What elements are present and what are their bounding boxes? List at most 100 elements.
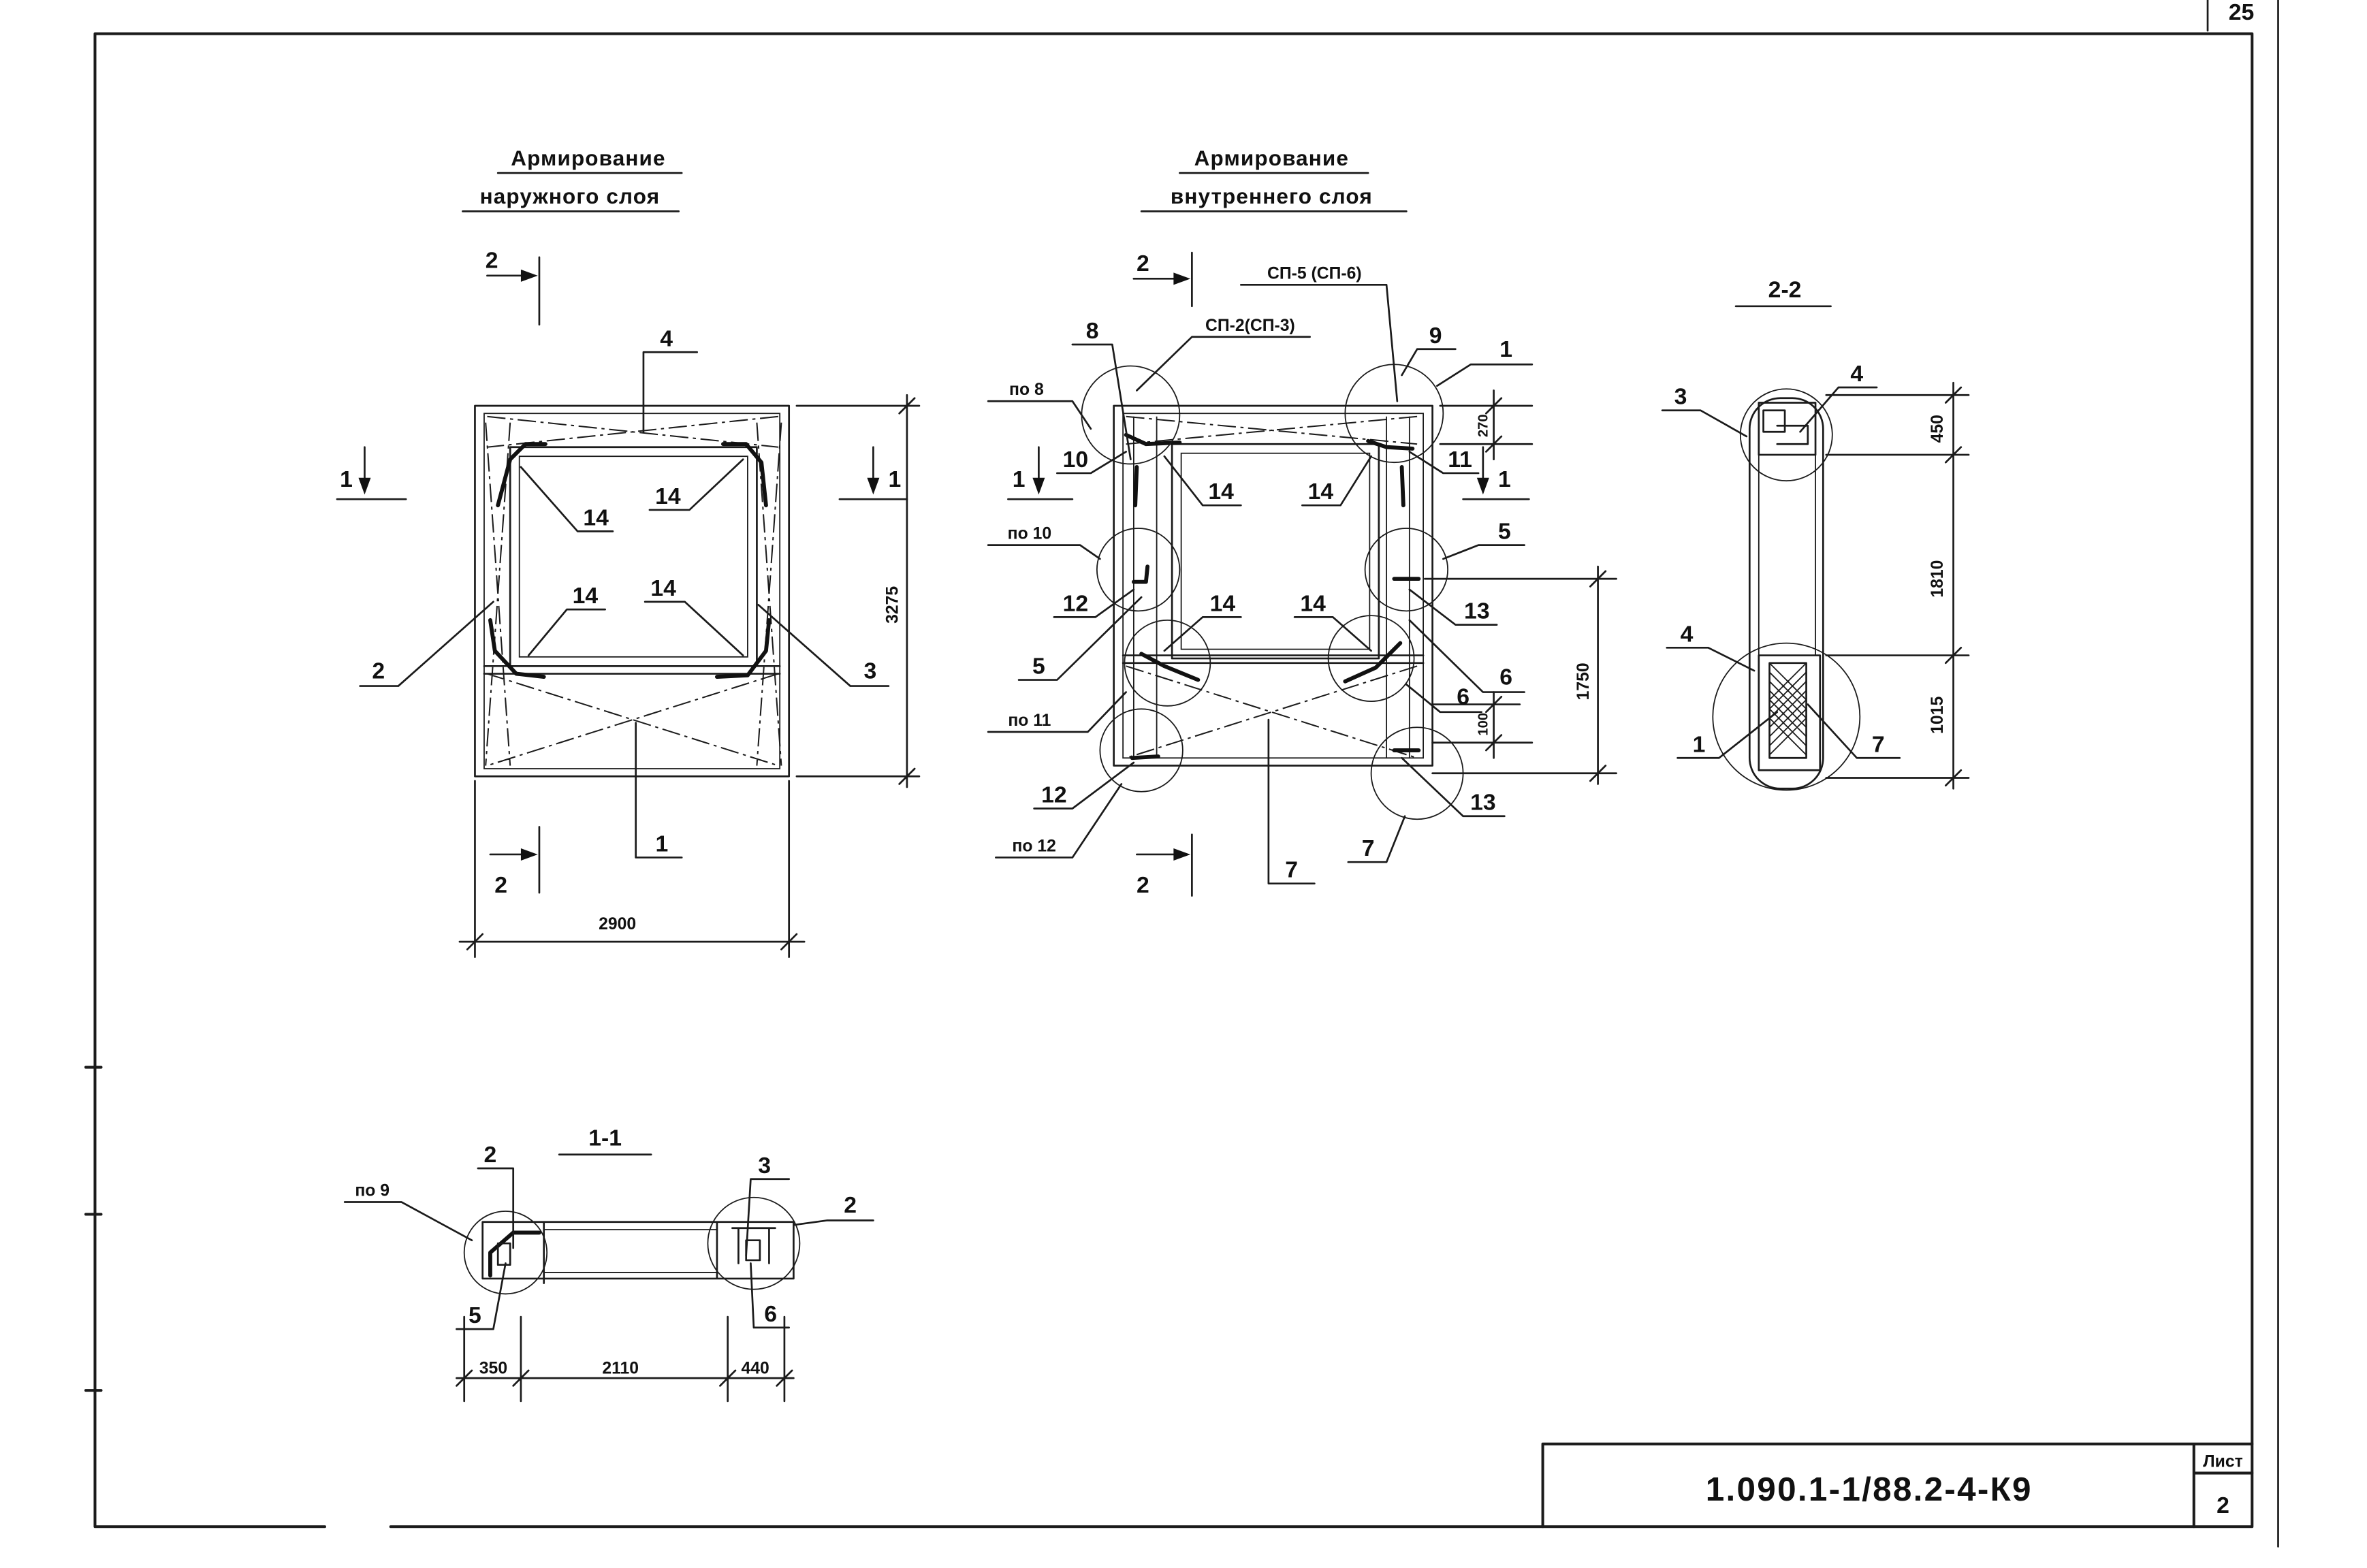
inner-label-po12-text: по 12 (1012, 837, 1055, 855)
inner-label-11-leader (1408, 451, 1480, 475)
section-2-2-label-1-leader (1677, 711, 1779, 759)
inner-section-mark-left-arrow (1032, 477, 1045, 495)
inner-label-po12-leader (995, 783, 1123, 859)
section-2-2-label-4-bottom-leader (1666, 646, 1756, 672)
inner-panel (1081, 364, 1464, 820)
inner-label-8-text: 8 (1086, 318, 1099, 344)
inner-dim-100-text: 100 (1476, 713, 1491, 736)
outer-label-14-top-right-text: 14 (655, 483, 681, 509)
title-block-lines (1541, 1442, 2254, 1529)
section-2-2-face-lines (1758, 454, 1816, 656)
section-2-2-label-4-top: 4 (1799, 361, 1878, 433)
section-1-1-label-3: 3 (745, 1153, 791, 1257)
inner-window-opening (1171, 443, 1380, 660)
inner-label-5-right-text: 5 (1498, 519, 1511, 545)
inner-label-9: 9 (1401, 323, 1457, 377)
inner-label-13-lower-leader (1401, 756, 1506, 818)
inner-label-po8-leader (987, 400, 1092, 430)
frame-border (93, 32, 2254, 1529)
inner-section-mark-right-line (1462, 446, 1530, 500)
inner-label-12-upper: 12 (1053, 588, 1135, 618)
section-1-1-right-bar (731, 1227, 776, 1264)
outer-label-3: 3 (757, 604, 890, 687)
outer-dim-width-line (458, 780, 806, 958)
inner-label-13-upper-leader (1408, 588, 1498, 626)
section-1-1-label-2-left: 2 (477, 1142, 515, 1249)
outer-panel-outline (474, 404, 791, 778)
outer-layer-title: Армирование (511, 146, 665, 170)
outer-section-mark-right-line (838, 446, 908, 500)
inner-label-14-bottom-left: 14 (1163, 590, 1242, 652)
inner-pier-lines (1132, 416, 1410, 758)
inner-label-14-bottom-right-text: 14 (1300, 590, 1326, 616)
inner-label-6-upper: 6 (1408, 619, 1525, 693)
sheet-number: 2 (2217, 1492, 2229, 1518)
document-code: 1.090.1-1/88.2-4-К9 (1706, 1471, 2033, 1508)
outer-layer-title-underline (462, 172, 683, 212)
inner-layer-subtitle: внутреннего слоя (1171, 184, 1373, 208)
section-2-2-dim-1810: 1810 (1928, 560, 1947, 598)
inner-label-11: 11 (1408, 447, 1480, 475)
section-2-2-label-7-leader (1807, 703, 1901, 759)
inner-label-5-left-leader (1017, 596, 1143, 681)
section-1-1-label-2-right: 2 (793, 1192, 874, 1226)
inner-panel-inner-outline (1122, 413, 1424, 759)
inner-label-1-leader (1435, 363, 1534, 387)
detail-circle-12 (1099, 708, 1184, 793)
section-1-1-label-5-leader (456, 1262, 507, 1330)
inner-label-9-text: 9 (1429, 323, 1442, 349)
outer-corner-bars (488, 442, 772, 679)
section-2-2-bottom-circle (1712, 642, 1861, 791)
outer-panel (474, 404, 791, 778)
section-1-1-label-2-right-text: 2 (844, 1192, 857, 1218)
outer-label-14-top-right-leader (648, 458, 744, 511)
section-1-1-label-6: 6 (750, 1262, 791, 1329)
section-2-2-label-3-leader (1661, 409, 1748, 438)
inner-section-mark-right-arrow (1476, 477, 1489, 495)
inner-label-7-center: 7 (1267, 718, 1316, 885)
inner-layer-title: Армирование (1194, 146, 1349, 170)
inner-section-mark-top-line (1132, 251, 1193, 308)
inner-label-5-left-text: 5 (1032, 654, 1045, 679)
section-2-2-label-4-top-leader (1799, 386, 1878, 433)
inner-label-14-bottom-right-leader (1293, 616, 1372, 652)
inner-label-14-top-right: 14 (1301, 455, 1372, 507)
outer-label-14-bottom-left-text: 14 (573, 583, 599, 609)
section-2-2-label-3: 3 (1661, 384, 1748, 438)
page-number: 25 (2229, 0, 2255, 25)
inner-label-6-lower-text: 6 (1457, 684, 1470, 710)
outer-label-4: 4 (642, 325, 699, 433)
section-2-2-label-3-text: 3 (1674, 384, 1687, 410)
inner-sill-lines (1122, 654, 1425, 665)
outer-section-mark-top-arrow (520, 269, 538, 282)
outer-panel-inner-outline (483, 413, 781, 769)
section-2-2: 2-2 450 1810 1015 3 4 4 1 7 (1661, 276, 1970, 791)
section-1-1-label-2-right-leader (793, 1219, 874, 1226)
outer-label-3-leader (757, 604, 890, 687)
detail-circle-6 (1327, 615, 1415, 702)
inner-dim-1750-text: 1750 (1574, 662, 1593, 700)
outer-label-14-bottom-left: 14 (527, 583, 607, 656)
outer-section-mark-bottom-text: 2 (494, 872, 507, 898)
section-1-1-right-insert (745, 1239, 761, 1262)
section-2-2-label-1-text: 1 (1693, 731, 1706, 757)
inner-label-10-text: 10 (1063, 447, 1089, 473)
inner-label-6-upper-leader (1408, 619, 1525, 693)
inner-label-6-upper-text: 6 (1499, 664, 1512, 690)
inner-label-14-top-left-text: 14 (1208, 479, 1234, 505)
section-1-1-right-circle (707, 1196, 801, 1290)
inner-label-14-top-left: 14 (1163, 455, 1242, 507)
section-1-1-label-6-leader (750, 1262, 791, 1329)
inner-label-po8: по 8 (987, 381, 1092, 430)
section-1-1-dim-440: 440 (742, 1359, 769, 1377)
inner-section-mark-left-line (1007, 446, 1074, 500)
inner-label-sp2-leader (1136, 336, 1311, 391)
inner-label-14-bottom-left-text: 14 (1210, 590, 1236, 616)
outer-section-mark-left-arrow (358, 477, 371, 495)
inner-label-13-lower: 13 (1401, 756, 1506, 818)
inner-label-12-lower: 12 (1033, 761, 1135, 810)
section-1-1: 1-1 350 2110 440 по 9 2 3 2 5 (343, 1125, 874, 1403)
inner-label-7-right: 7 (1347, 815, 1406, 863)
section-2-2-label-7: 7 (1807, 703, 1901, 759)
outer-label-14-top-left: 14 (520, 466, 614, 532)
